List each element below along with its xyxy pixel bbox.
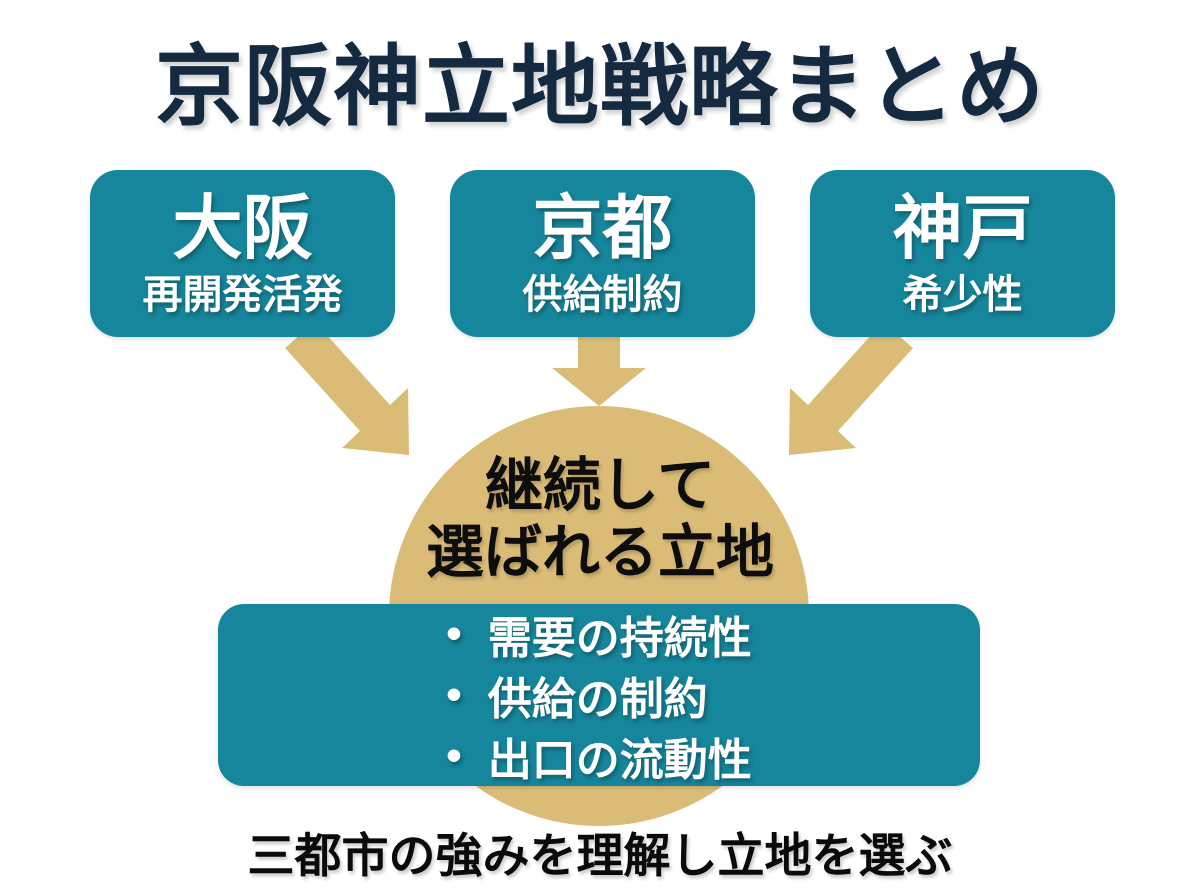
factors-panel: • 需要の持続性 • 供給の制約 • 出口の流動性 xyxy=(218,604,980,786)
page-title: 京阪神立地戦略まとめ xyxy=(154,37,1045,136)
city-name-kyoto: 京都 xyxy=(532,188,673,267)
factor-item-exit: • 出口の流動性 xyxy=(446,726,751,787)
city-trait-kobe: 希少性 xyxy=(902,272,1023,317)
arrow-kobe-icon xyxy=(789,322,913,455)
bullet-icon: • xyxy=(446,731,462,780)
city-name-osaka: 大阪 xyxy=(172,188,313,267)
factor-label-demand: 需要の持続性 xyxy=(487,614,752,663)
factor-item-demand: • 需要の持続性 xyxy=(446,604,751,665)
city-box-osaka: 大阪 再開発活発 xyxy=(90,170,395,337)
footer-note: 三都市の強みを理解し立地を選ぶ xyxy=(247,829,953,882)
factor-item-supply: • 供給の制約 xyxy=(446,665,751,726)
center-circle-line2: 選ばれる立地 xyxy=(425,520,774,585)
city-trait-kyoto: 供給制約 xyxy=(522,272,683,317)
city-box-kobe: 神戸 希少性 xyxy=(810,170,1115,337)
arrow-osaka-icon xyxy=(285,322,409,455)
factor-label-supply: 供給の制約 xyxy=(487,675,708,724)
arrow-kyoto-icon xyxy=(552,333,646,406)
factors-list: • 需要の持続性 • 供給の制約 • 出口の流動性 xyxy=(446,604,751,787)
center-circle-label: 継続して 選ばれる立地 xyxy=(300,452,900,586)
bullet-icon: • xyxy=(446,609,462,658)
bullet-icon: • xyxy=(446,670,462,719)
city-name-kobe: 神戸 xyxy=(892,188,1033,267)
center-circle-line1: 継続して xyxy=(484,453,716,518)
city-box-kyoto: 京都 供給制約 xyxy=(450,170,755,337)
factor-label-exit: 出口の流動性 xyxy=(487,736,752,785)
city-trait-osaka: 再開発活発 xyxy=(142,272,343,317)
